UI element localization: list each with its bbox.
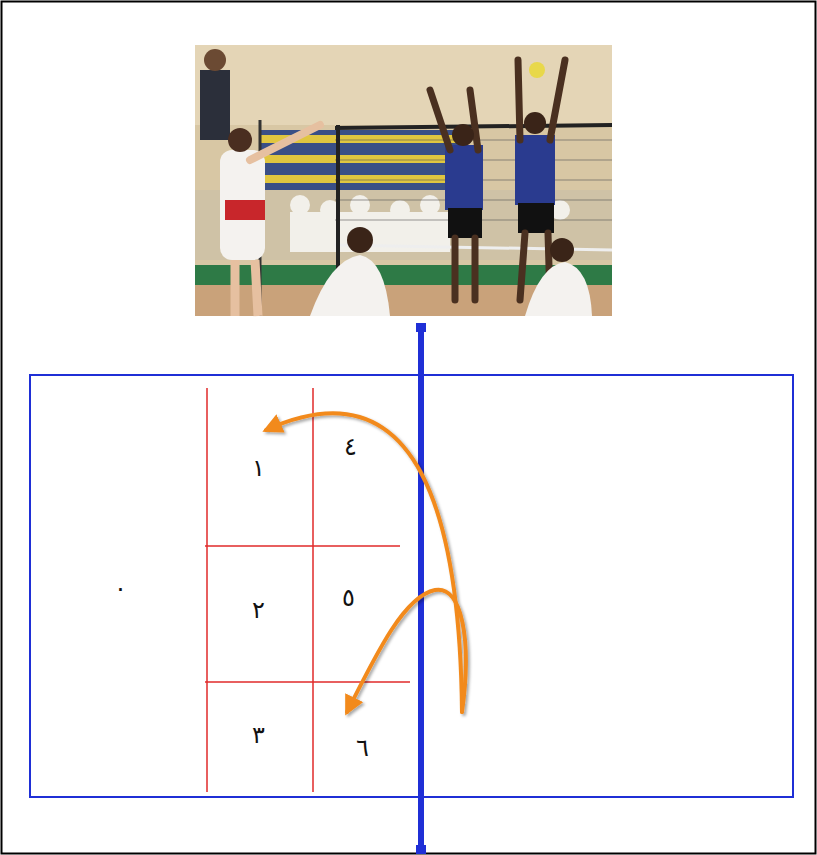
zone-number: ٠ <box>112 575 129 601</box>
zone-number: ١ <box>250 455 267 481</box>
zone-number: ٥ <box>340 585 357 611</box>
zone-number: ٢ <box>250 597 267 623</box>
zone-grid <box>205 388 410 792</box>
ball-path <box>266 413 466 712</box>
net-line <box>418 328 424 850</box>
zone-number: ٣ <box>250 722 267 748</box>
volleyball-photo <box>195 45 612 316</box>
zone-number: ٦ <box>354 735 371 761</box>
zone-number: ٤ <box>342 434 359 460</box>
